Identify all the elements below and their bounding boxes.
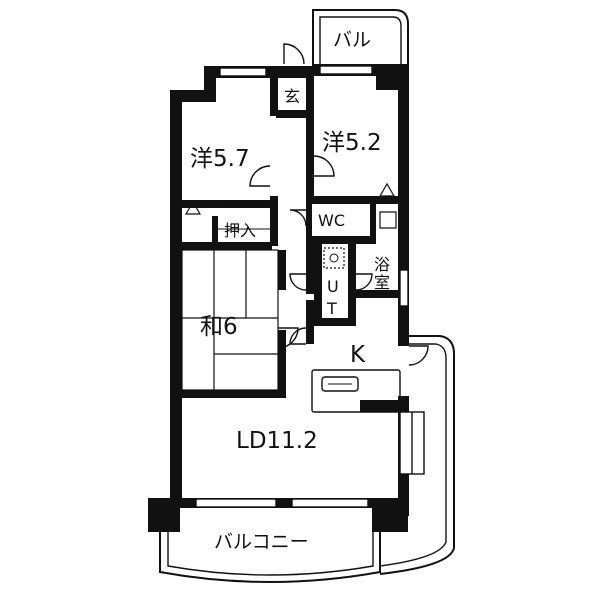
tatami-lines xyxy=(181,249,279,391)
storage-markers xyxy=(184,182,397,229)
living-dining-label: LD11.2 xyxy=(236,428,318,454)
doors xyxy=(249,43,429,366)
closet-label: 押入 xyxy=(224,221,256,240)
interior-walls xyxy=(182,66,406,412)
utility-label-2: T xyxy=(326,299,337,318)
bottom-balcony xyxy=(159,530,381,583)
entrance-label: 玄 xyxy=(284,87,300,106)
balcony-bottom-label: バルコニー xyxy=(214,531,309,553)
side-balcony xyxy=(379,335,455,575)
bath-label-1: 浴 xyxy=(374,255,390,274)
wc-label: WC xyxy=(318,211,345,230)
bath-label-2: 室 xyxy=(374,273,390,292)
windows xyxy=(195,65,425,508)
washing-machine-pan xyxy=(323,247,345,269)
kitchen-counter xyxy=(311,369,401,413)
balcony-top-label: バル xyxy=(333,29,371,51)
utility-label-1: U xyxy=(327,277,339,296)
japanese-room-label: 和6 xyxy=(200,314,238,340)
western-room-1-label: 洋5.7 xyxy=(190,146,250,172)
sliding-doors xyxy=(220,201,264,207)
western-room-2-label: 洋5.2 xyxy=(322,130,382,156)
top-balcony xyxy=(312,9,409,66)
kitchen-label: K xyxy=(350,342,366,368)
